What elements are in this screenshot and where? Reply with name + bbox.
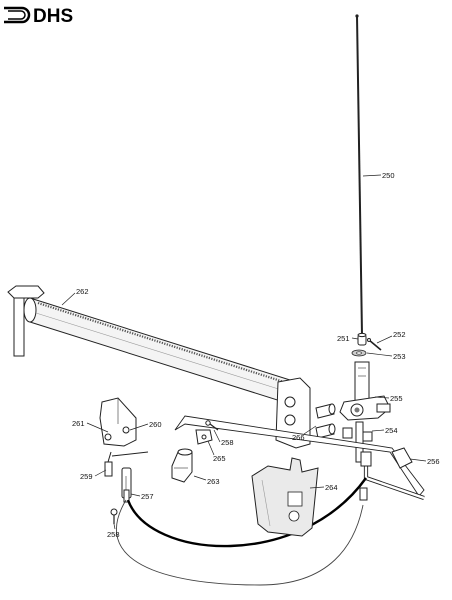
part-burner-tube xyxy=(7,285,311,449)
part-clip xyxy=(195,429,213,445)
leader-252 xyxy=(376,335,393,344)
part-bracket xyxy=(99,397,137,447)
leader-260 xyxy=(129,423,149,431)
part-screw-lower xyxy=(110,508,118,524)
callout-262: 262 xyxy=(76,287,89,296)
leader-263 xyxy=(193,475,207,481)
callout-253: 253 xyxy=(393,352,406,361)
leader-253 xyxy=(366,352,393,357)
callout-258-lower: 258 xyxy=(107,530,120,539)
leader-255 xyxy=(374,396,390,399)
callout-258-upper: 258 xyxy=(221,438,234,447)
part-cables xyxy=(115,477,368,586)
leader-256 xyxy=(409,458,427,462)
part-sleeve xyxy=(357,332,367,346)
part-electrode xyxy=(104,451,149,477)
callout-257: 257 xyxy=(141,492,154,501)
leader-259 xyxy=(94,469,107,477)
leader-254 xyxy=(371,429,385,432)
leader-264 xyxy=(309,486,325,489)
callout-260: 260 xyxy=(149,420,162,429)
part-rod xyxy=(355,14,365,336)
part-valve xyxy=(339,361,391,421)
callout-261: 261 xyxy=(72,419,85,428)
leader-258a xyxy=(213,429,221,443)
callout-255: 255 xyxy=(390,394,403,403)
leader-266 xyxy=(303,425,317,435)
callout-259: 259 xyxy=(80,472,93,481)
callout-266: 266 xyxy=(292,433,305,442)
leader-251 xyxy=(351,337,359,340)
leader-257 xyxy=(130,493,141,497)
logo-mark-icon xyxy=(4,6,31,24)
part-igniter xyxy=(121,467,132,503)
part-nozzles xyxy=(315,403,336,439)
callout-265: 265 xyxy=(213,454,226,463)
callout-264: 264 xyxy=(325,483,338,492)
callout-250: 250 xyxy=(382,171,395,180)
callout-256: 256 xyxy=(427,457,440,466)
part-heat-shield xyxy=(251,457,319,537)
leader-265 xyxy=(207,440,215,456)
callout-254: 254 xyxy=(385,426,398,435)
logo-text: DHS xyxy=(33,6,73,27)
part-screw-upper xyxy=(205,420,219,431)
callout-263: 263 xyxy=(207,477,220,486)
part-washer xyxy=(351,349,367,357)
leader-261 xyxy=(86,422,109,433)
part-pin xyxy=(367,338,382,351)
leader-262 xyxy=(61,292,76,306)
part-elbow xyxy=(171,448,193,483)
callout-252: 252 xyxy=(393,330,406,339)
leader-258b xyxy=(113,523,116,530)
callout-251: 251 xyxy=(337,334,350,343)
brand-logo: DHS xyxy=(4,6,73,27)
leader-250 xyxy=(362,174,382,177)
